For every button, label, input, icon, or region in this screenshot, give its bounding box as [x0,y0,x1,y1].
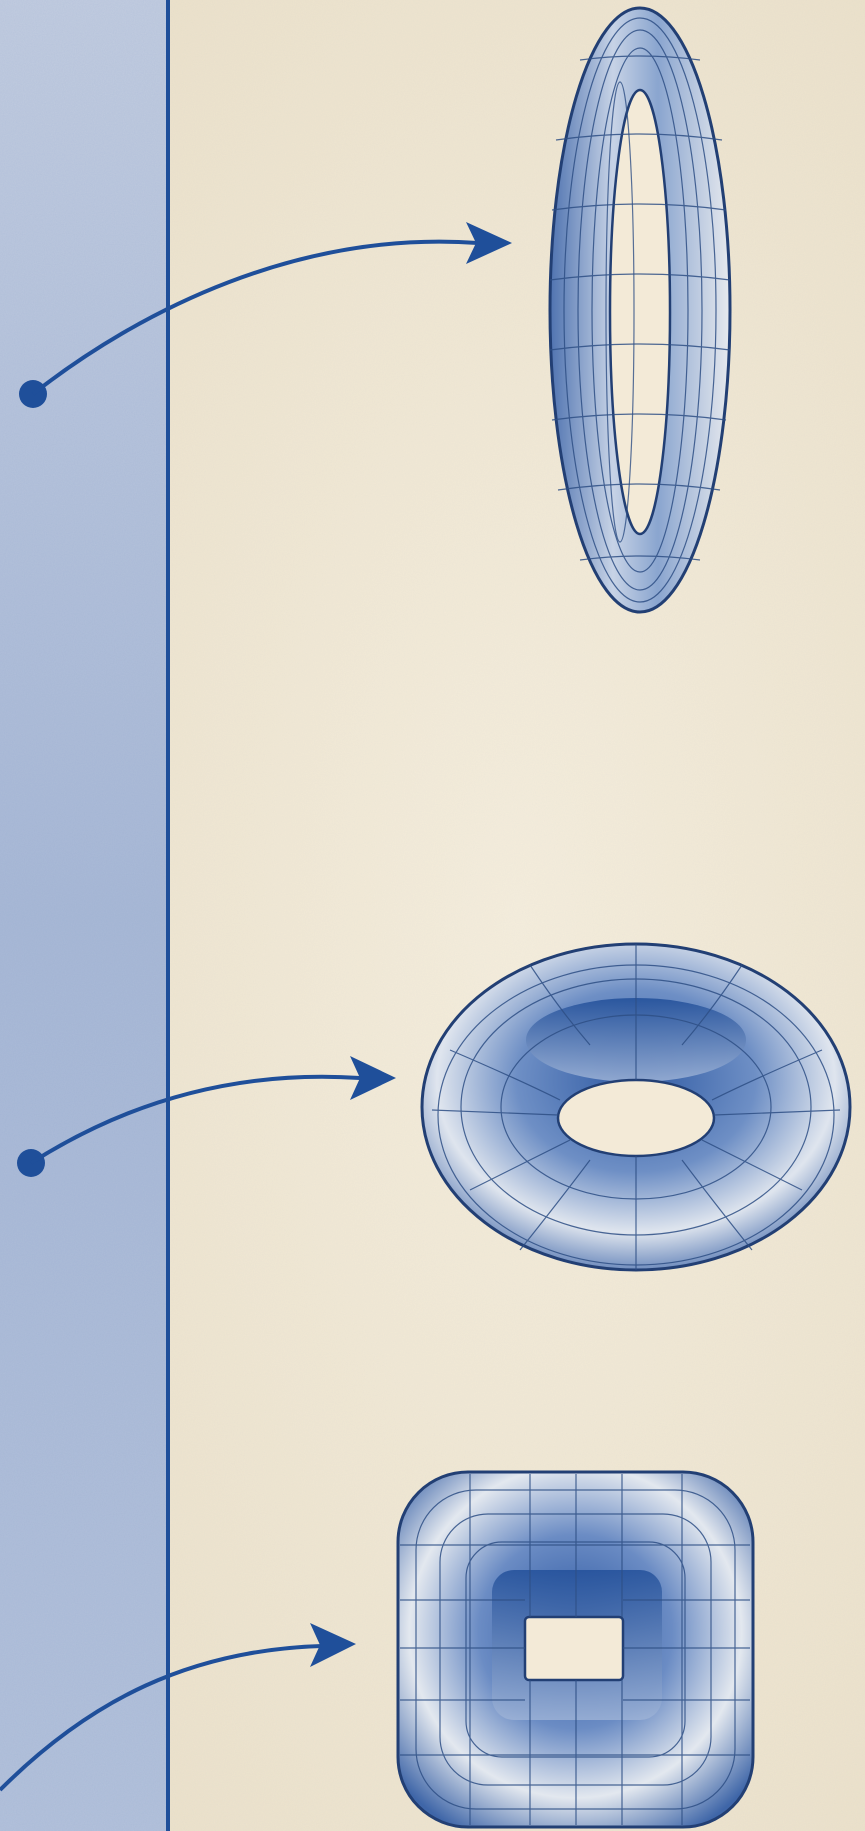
round-torus [422,944,850,1270]
thin-upright-torus [550,8,730,612]
rounded-square-torus [398,1472,753,1827]
side-panel [0,0,168,1831]
